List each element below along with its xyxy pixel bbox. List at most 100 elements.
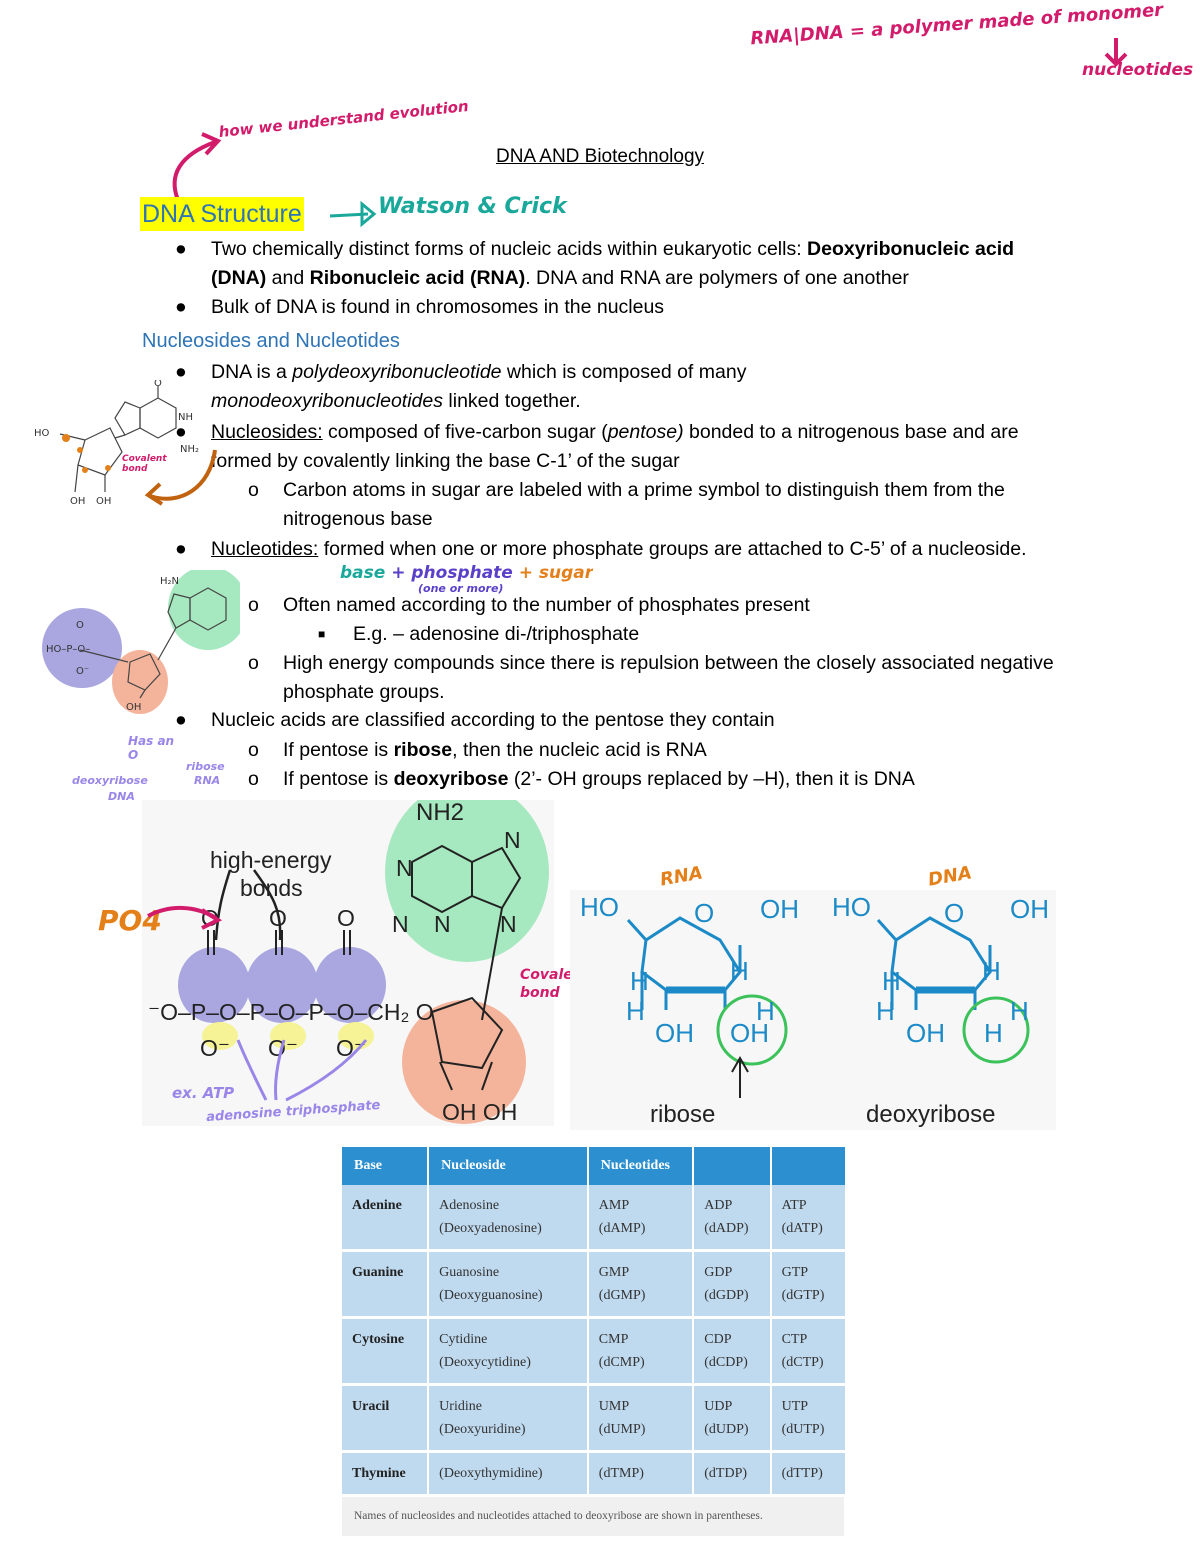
nucleotide-cell: UTP(dUTP)	[770, 1384, 845, 1453]
cell-line: (dUMP)	[598, 1422, 646, 1437]
term-italic: monodeoxyribonucleotides	[211, 390, 443, 412]
table-row: Cytosine Cytidine(Deoxycytidine) CMP(dCM…	[342, 1317, 845, 1386]
nucleotide-table-container: Base Nucleoside Nucleotides Adenine Aden…	[342, 1147, 846, 1539]
column-header: Base	[342, 1147, 430, 1185]
cell-line: (dGTP)	[781, 1288, 825, 1303]
sub-bullet-text: Carbon atoms in sugar are labeled with a…	[283, 479, 1005, 530]
svg-text:O: O	[154, 380, 162, 389]
nucleotide-cell: UDP(dUDP)	[693, 1384, 772, 1453]
svg-text:N: N	[392, 911, 409, 937]
table-row: Thymine (Deoxythymidine) (dTMP) (dTDP) (…	[342, 1451, 845, 1497]
cell-line: (Deoxyadenosine)	[439, 1221, 542, 1236]
svg-text:N: N	[504, 827, 521, 853]
svg-text:H: H	[630, 966, 649, 996]
svg-text:O: O	[337, 905, 355, 931]
svg-text:O: O	[269, 905, 287, 931]
cell-line: (Deoxyguanosine)	[439, 1288, 543, 1303]
annotation-text: base + phosphate + sugar	[340, 563, 594, 583]
section-heading-dna-structure: DNA Structure	[140, 197, 304, 231]
section-heading-nucleosides: Nucleosides and Nucleotides	[142, 330, 400, 352]
term-italic: polydeoxyribonucleotide	[292, 361, 502, 383]
term-pentose: pentose)	[607, 421, 684, 443]
column-header	[770, 1147, 845, 1185]
sub-bullet-marker: o	[248, 479, 259, 501]
curved-arrow-icon	[144, 449, 217, 506]
bullet-dot: ●	[175, 421, 187, 443]
arrows-icon	[236, 1039, 368, 1102]
text-span: and	[266, 267, 310, 289]
cell-line: (dGMP)	[598, 1288, 646, 1303]
cell-line: (Deoxycytidine)	[439, 1355, 531, 1370]
text-span: composed of five-carbon sugar (	[322, 421, 608, 443]
annotation-evolution: how we understand evolution	[217, 96, 470, 142]
oh-oh-label: OH OH	[442, 1099, 517, 1125]
sub-bullet-marker: o	[248, 768, 259, 790]
nucleotide-cell: GDP(dGDP)	[693, 1250, 772, 1319]
text-span: If pentose is	[283, 739, 394, 761]
arrow-down-icon	[1104, 38, 1128, 67]
term-nucleotides: Nucleotides:	[211, 538, 319, 560]
annotation-ribose-small: ribose	[186, 760, 225, 773]
annotation-po4: PO4	[98, 904, 162, 937]
svg-text:NH₂: NH₂	[180, 444, 199, 455]
text-span: formed when one or more phosphate groups…	[318, 538, 1027, 560]
text-span: If pentose is	[283, 768, 394, 790]
nh2-label: NH2	[416, 800, 464, 826]
annotation-rna-small: RNA	[194, 774, 221, 787]
base-cell: Uracil	[342, 1384, 430, 1453]
svg-text:H: H	[730, 956, 749, 986]
svg-text:N: N	[500, 911, 517, 937]
cell-line: CDP	[704, 1332, 732, 1347]
annotation-ex-atp: ex. ATP	[172, 1084, 235, 1102]
nucleotide-cell: GTP(dGTP)	[770, 1250, 845, 1319]
nucleoside-cell: Cytidine (Deoxycytidine)	[428, 1317, 589, 1386]
svg-text:H: H	[882, 966, 901, 996]
sub-bullet-marker: o	[248, 739, 259, 761]
sub-bullet-text: E.g. – adenosine di-/triphosphate	[353, 623, 640, 645]
cell-line: Guanosine	[439, 1265, 500, 1280]
curved-arrow-icon	[172, 132, 222, 201]
cell-line: (Deoxythymidine)	[439, 1466, 543, 1481]
table-row: Adenine Adenosine(Deoxyadenosine) AMP(dA…	[342, 1185, 845, 1252]
annotation-one-or-more: (one or more)	[418, 582, 504, 595]
cell-line: (dTDP)	[704, 1466, 748, 1481]
table-row: Guanine Guanosine (Deoxyguanosine) GMP(dG…	[342, 1250, 845, 1319]
cell-line: (dATP)	[781, 1221, 823, 1236]
base-cell: Guanine	[342, 1250, 430, 1319]
term-nucleosides: Nucleosides:	[211, 421, 323, 443]
svg-text:OH: OH	[760, 894, 799, 924]
nucleoside-cell: Uridine(Deoxyuridine)	[428, 1384, 589, 1453]
column-header: Nucleoside	[428, 1147, 589, 1185]
sub-bullet-text: High energy compounds since there is rep…	[283, 652, 1054, 703]
svg-text:O: O	[76, 620, 84, 631]
bullet-dot: ●	[175, 296, 187, 318]
svg-text:OH: OH	[70, 496, 85, 507]
svg-text:H: H	[1010, 996, 1029, 1026]
cell-line: ATP	[781, 1198, 807, 1213]
text-span: which is composed of many	[501, 361, 747, 383]
cell-line: (dAMP)	[598, 1221, 646, 1236]
base-cell: Thymine	[342, 1451, 430, 1497]
nucleotide-cell: GMP(dGMP)	[587, 1250, 695, 1319]
table-footnote-row: Names of nucleosides and nucleotides att…	[342, 1495, 846, 1539]
cell-line: (Deoxyuridine)	[439, 1422, 526, 1437]
nucleotide-cell: CDP(dCDP)	[693, 1317, 772, 1386]
nucleotide-cell: (dTTP)	[770, 1451, 845, 1497]
sub-bullet-marker: o	[248, 594, 259, 616]
svg-text:H: H	[984, 1018, 1003, 1048]
base-cell: Adenine	[342, 1185, 430, 1252]
page-title: DNA AND Biotechnology	[495, 146, 705, 167]
cell-line: ADP	[704, 1198, 733, 1213]
cell-line: Cytidine	[439, 1332, 488, 1347]
nucleoside-cell: Guanosine (Deoxyguanosine)	[428, 1250, 589, 1319]
text-span: Two chemically distinct forms of nucleic…	[211, 238, 808, 260]
svg-text:OH: OH	[730, 1018, 769, 1048]
svg-text:OH: OH	[1010, 894, 1049, 924]
cell-line: (dTTP)	[781, 1466, 823, 1481]
table-header-row: Base Nucleoside Nucleotides	[342, 1147, 845, 1185]
svg-text:OH: OH	[126, 702, 141, 713]
annotation-covalent-small: Covalent bond	[122, 454, 167, 474]
term-ribose: ribose	[393, 739, 453, 761]
svg-text:OH: OH	[655, 1018, 694, 1048]
